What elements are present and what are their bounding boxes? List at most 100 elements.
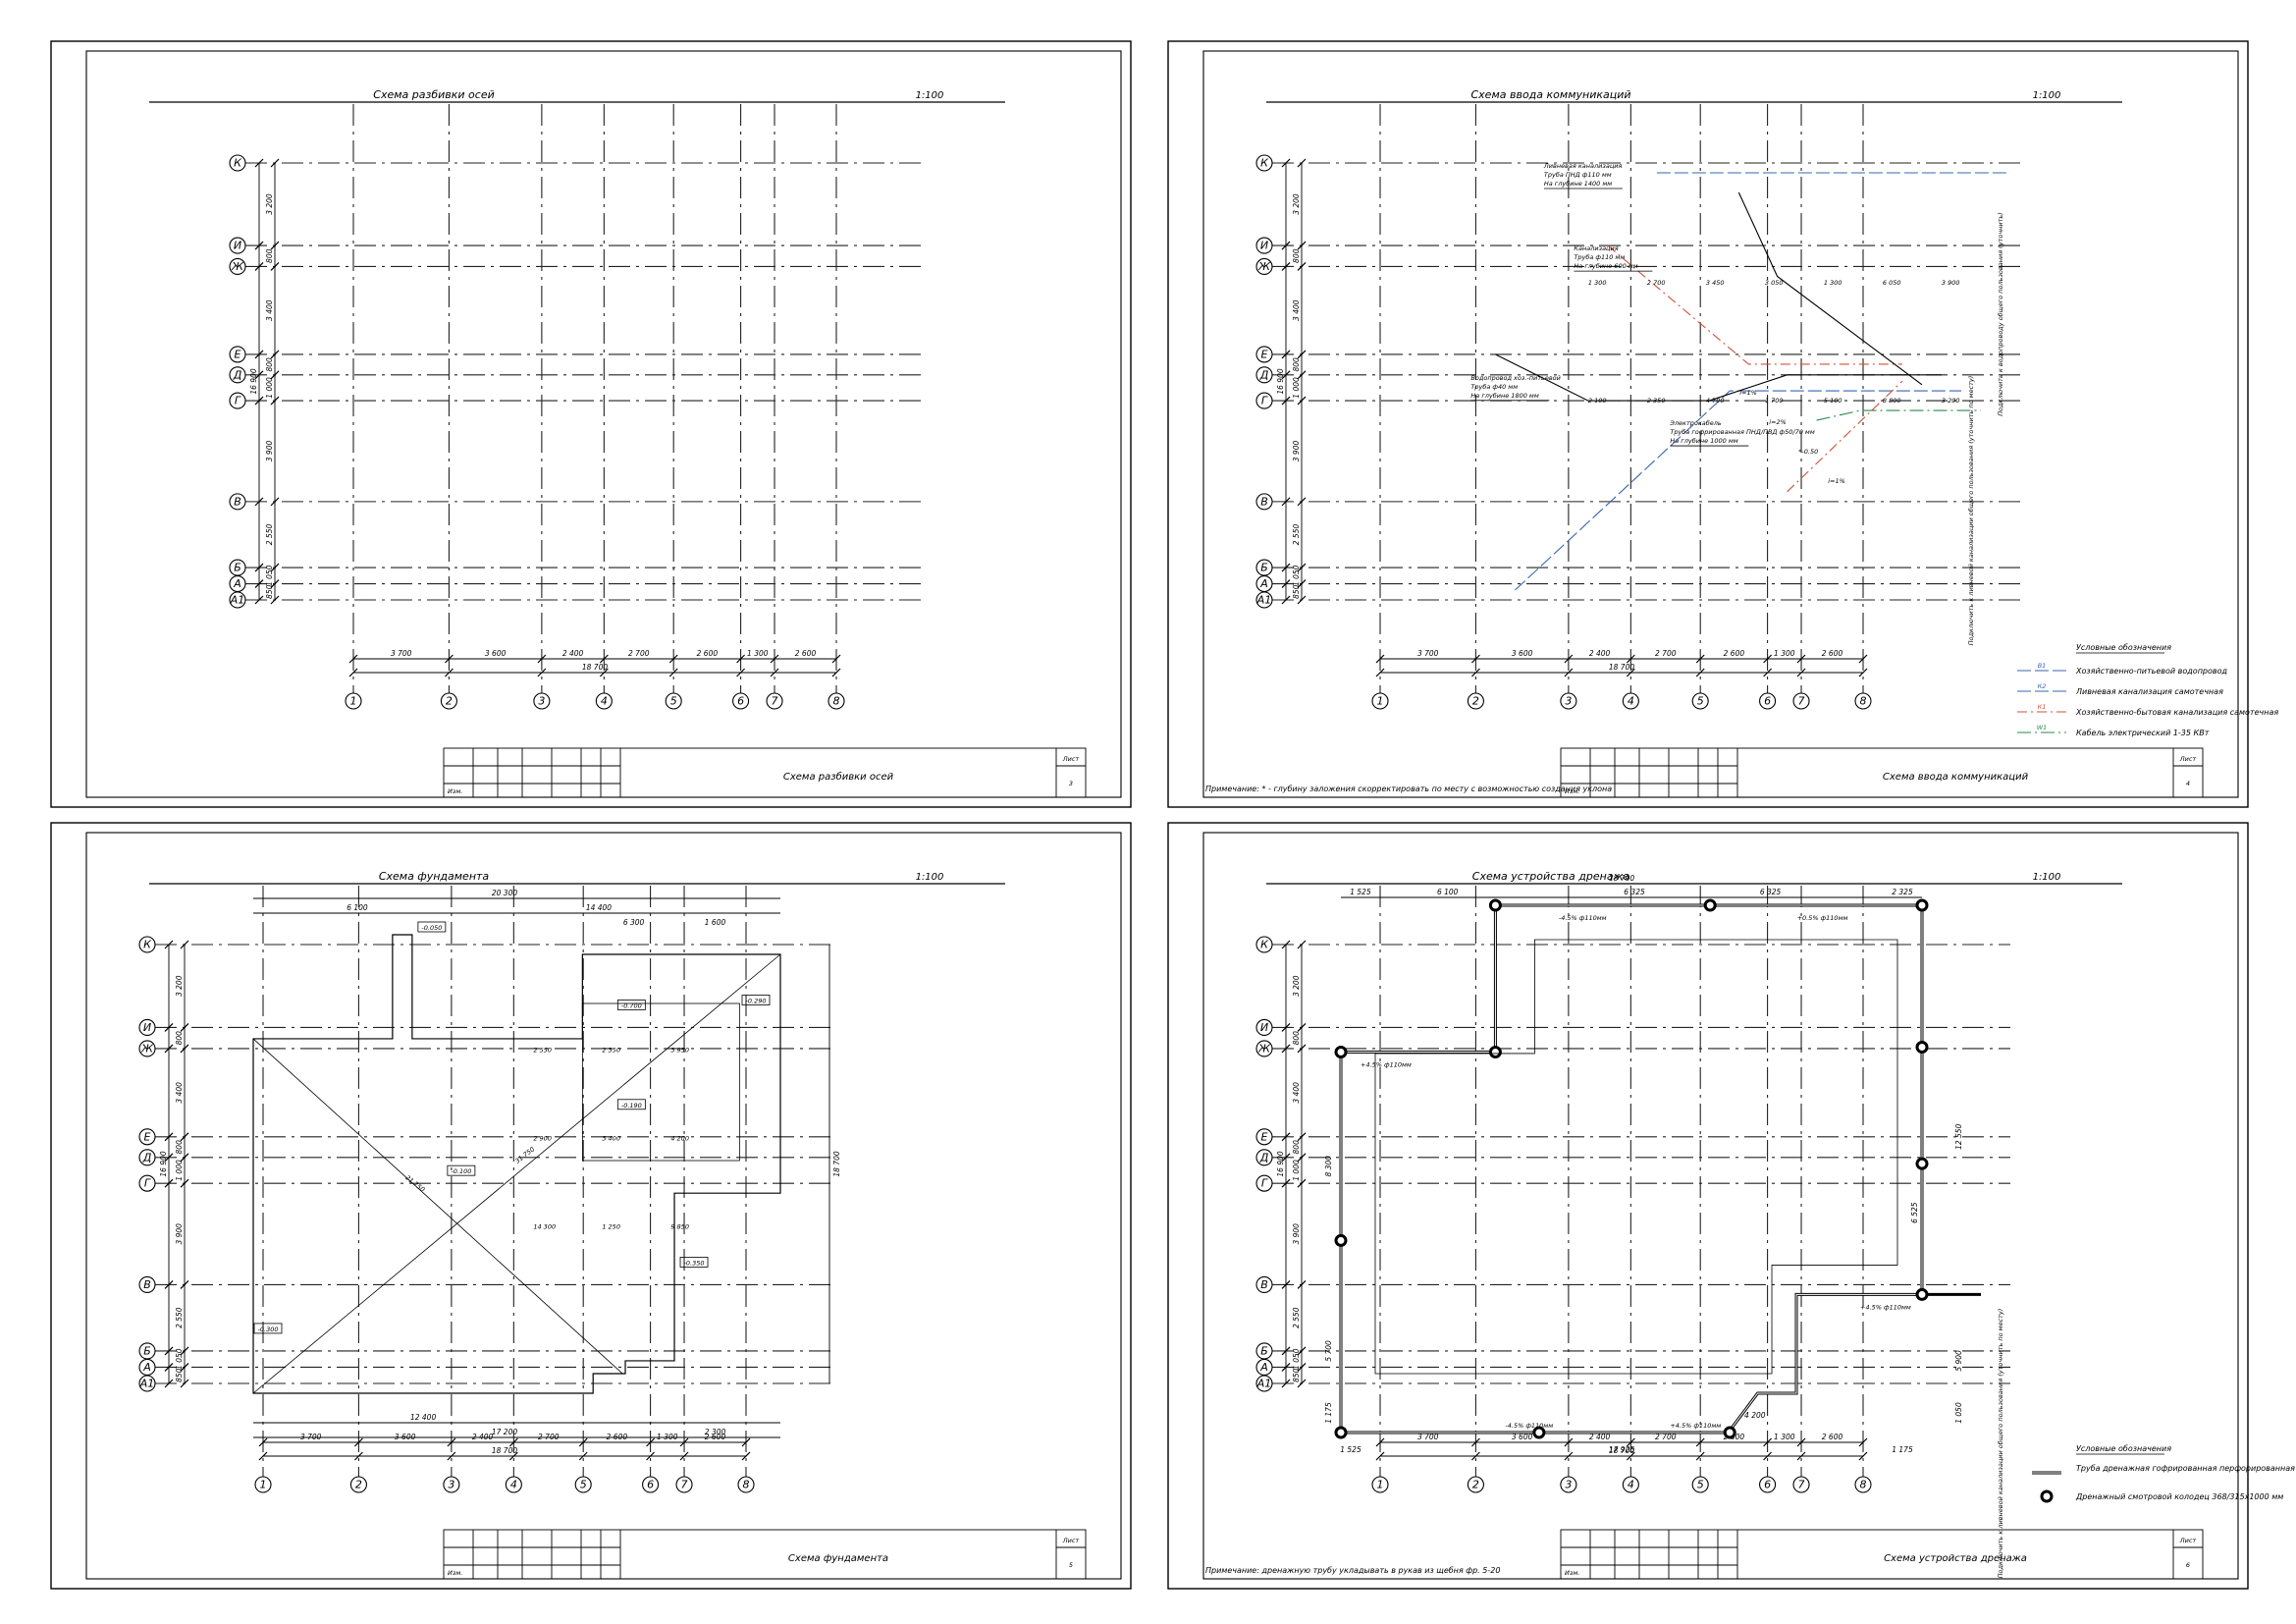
drain-well [1915,1287,1929,1301]
axis-bubble [533,692,551,710]
dim-total: 16 900 [1276,368,1285,394]
dim-value: 1 000 [1292,1160,1301,1181]
stamp-sheet-label: Лист [2179,1537,2197,1544]
axis-bubble [1255,366,1273,384]
sheet-title: Схема разбивки осей [373,88,494,101]
inner-dim: 3 950 [670,1046,689,1054]
dim-tick [254,350,264,359]
dim-tick [444,654,454,664]
axis-label: В [1260,495,1268,508]
axis-label: Ж [1257,260,1271,273]
dim-tick [1297,1363,1307,1372]
dim-tick [180,1178,189,1188]
dim-tick [270,241,280,250]
axis-bubble [1371,1476,1389,1493]
dim-tick [270,579,280,588]
axis-label: 7 [681,1479,688,1491]
title-block-frame [1560,747,2204,798]
right-dim: 6 525 [1910,1202,1919,1223]
dim-value: 3 900 [1292,1223,1301,1245]
axis-bubble [1622,1476,1639,1493]
utility-callout: Ливневая канализация [1543,162,1623,170]
dim-value: 3 200 [265,193,274,215]
dim-value: 1 300 [1774,1433,1795,1441]
dim-tick [1297,1044,1307,1054]
dim-value: 1 000 [1292,377,1301,399]
axis-bubble [1854,692,1872,710]
title-block-frame [1560,1529,2204,1580]
dim-tick [668,654,678,664]
stamp-sheet-number: 3 [1069,780,1073,787]
sheet-scale: 1:100 [916,90,944,101]
dim-tick [1763,668,1773,677]
dim-tick [578,1451,588,1461]
dim-value: 2 700 [628,649,650,658]
axis-bubble [138,1018,156,1037]
dim-tick [1626,1451,1635,1461]
dim-tick [1297,1346,1307,1356]
dim-tick [1281,350,1291,359]
inner-dim: 3 400 [602,1134,620,1142]
dim-tick [180,1132,189,1142]
utility-callout: Труба ф110 мм [1574,253,1625,261]
dim-tick [1297,1132,1307,1142]
stamp-sheet-number: 6 [2186,1561,2190,1569]
dim-tick [1281,1346,1291,1356]
axis-bubble [138,1128,156,1146]
dim-value: 2 700 [1655,649,1677,658]
dim-tick [1297,396,1307,406]
axis-bubble [1255,591,1273,609]
axis-label: И [234,240,241,252]
slope-label: +4.5% ф110мм [1361,1060,1412,1068]
utility-callout: Труба гофрированная ПНД/ПВД ф50/70 мм [1670,428,1814,436]
axis-bubble [1255,392,1273,409]
axis-bubble [1255,1375,1273,1392]
dim-value: 2 600 [697,649,719,658]
dim-value: 1 300 [657,1433,678,1441]
dim-tick [1763,1437,1773,1447]
dim-total: 16 900 [159,1151,168,1176]
dim-tick [1281,396,1291,406]
diagonal-line [252,953,781,1394]
dim-tick [254,241,264,250]
axis-label: А1 [139,1378,155,1390]
diagonal-dim: 31 750 [513,1145,536,1164]
dim-value: 3 600 [395,1433,416,1441]
dim-tick [270,595,280,605]
dim-tick [1281,563,1291,572]
axis-label: Ж [231,260,244,273]
axis-bubble [1854,1476,1872,1493]
dim-value: 2 550 [1292,524,1301,546]
axis-bubble [1622,692,1639,710]
level-mark-box [616,1000,646,1010]
axis-bubble [828,692,845,710]
dim-tick [831,668,841,677]
axis-bubble [1255,346,1273,363]
dim-tick [180,1280,189,1289]
sheet-scale: 1:100 [2033,872,2061,883]
foundation-outline [252,934,781,1394]
inner-dim: 2 550 [533,1046,552,1054]
axis-bubble [675,1476,693,1493]
dim-tick [1281,595,1291,605]
dim-value: 3 600 [1512,649,1533,658]
dim-tick [353,1437,363,1447]
axis-bubble [1759,1476,1777,1493]
route-dim: 2 350 [1647,397,1666,405]
axis-label: Д [1259,368,1269,381]
stamp-sheet-number: 4 [2186,780,2190,787]
bottom-dim: 17 200 [492,1428,517,1436]
dim-tick [1626,1437,1635,1447]
axis-label: 2 [355,1479,362,1491]
dim-tick [180,1379,189,1388]
axis-bubble [595,692,613,710]
route-dim: 6 050 [1883,279,1901,287]
axis-bubble [1255,936,1273,953]
dim-tick [599,668,609,677]
